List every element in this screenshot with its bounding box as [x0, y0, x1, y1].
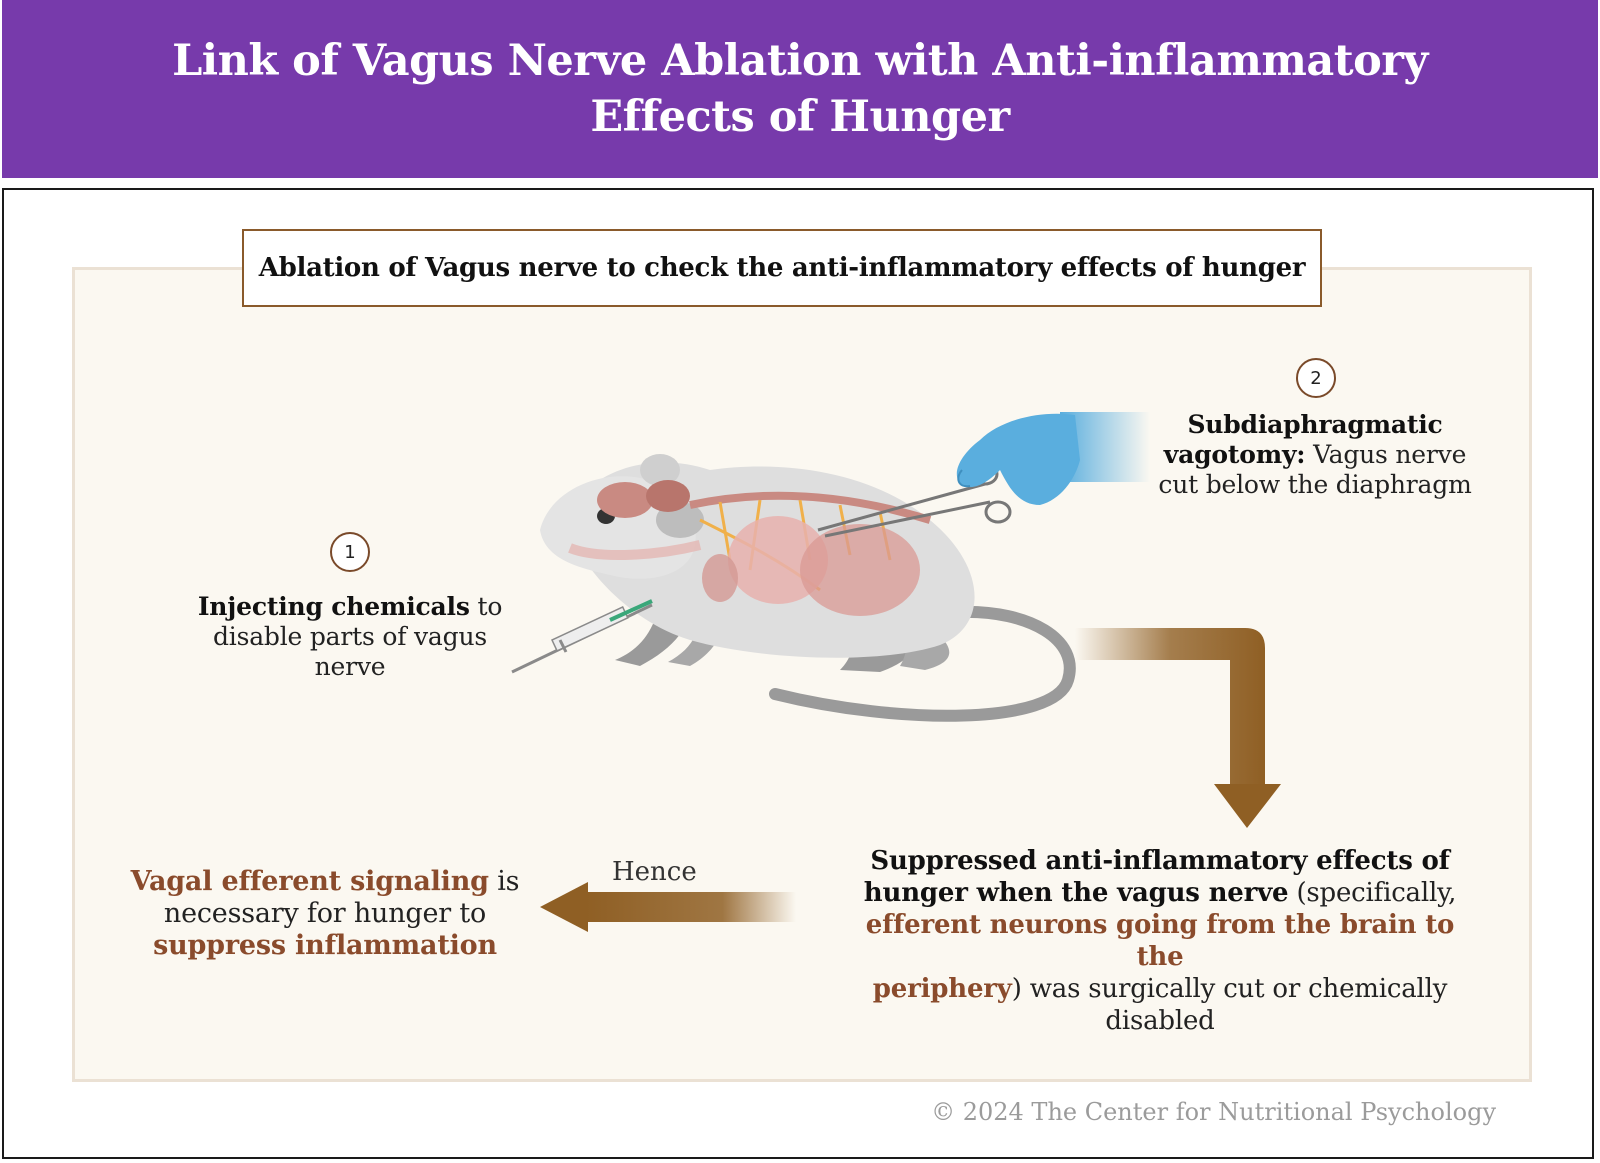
step-1-number: 1 [344, 541, 356, 563]
result-plain-4: ) was surgically cut or chemically [1011, 974, 1448, 1004]
title-line-1: Link of Vagus Nerve Ablation with Anti-i… [172, 36, 1428, 86]
conclusion-plain-1: is [497, 866, 520, 897]
conclusion-line-2: necessary for hunger to [163, 898, 487, 929]
step-2-bold-1: Subdiaphragmatic [1187, 410, 1443, 439]
step-1-line-3: nerve [314, 652, 386, 681]
step-1-line-2: disable parts of vagus [213, 622, 487, 651]
page-title: Link of Vagus Nerve Ablation with Anti-i… [172, 33, 1428, 145]
result-text: Suppressed anti-inflammatory effects of … [845, 845, 1475, 1037]
step-1-badge: 1 [330, 532, 370, 572]
step-1-bold: Injecting chemicals [197, 592, 470, 621]
step-2-number: 2 [1310, 367, 1322, 389]
copyright-footer: © 2024 The Center for Nutritional Psycho… [931, 1098, 1496, 1126]
glove-hand-icon [956, 412, 1150, 505]
step-2-badge: 2 [1296, 358, 1336, 398]
header-banner: Link of Vagus Nerve Ablation with Anti-i… [2, 0, 1598, 178]
step-2-line-3: cut below the diaphragm [1158, 470, 1472, 499]
down-arrow-icon [1075, 628, 1281, 828]
diagram-panel [72, 267, 1532, 1082]
result-line-5: disabled [1105, 1006, 1215, 1036]
subtitle-box: Ablation of Vagus nerve to check the ant… [242, 229, 1322, 307]
step-2-text: Subdiaphragmatic vagotomy: Vagus nerve c… [1140, 410, 1490, 500]
syringe-icon [511, 599, 653, 674]
conclusion-brown-3: suppress inflammation [153, 930, 497, 961]
step-2-rest: Vagus nerve [1313, 440, 1467, 469]
step-1-text: Injecting chemicals to disable parts of … [180, 592, 520, 682]
result-bold-1: Suppressed anti-inflammatory effects of [870, 846, 1450, 876]
result-brown-3: efferent neurons going from the brain to… [865, 910, 1455, 972]
arrow-label: Hence [612, 857, 697, 887]
title-line-2: Effects of Hunger [590, 92, 1010, 142]
result-bold-2: hunger when the vagus nerve [863, 878, 1289, 908]
left-arrow-icon [540, 882, 796, 932]
result-plain-2: (specifically, [1296, 878, 1457, 908]
step-1-rest: to [477, 592, 503, 621]
conclusion-text: Vagal efferent signaling is necessary fo… [130, 866, 520, 962]
step-2-bold-2: vagotomy: [1163, 440, 1306, 469]
conclusion-brown-1: Vagal efferent signaling [130, 866, 489, 897]
subtitle: Ablation of Vagus nerve to check the ant… [258, 253, 1306, 283]
result-brown-4: periphery [872, 974, 1012, 1004]
mouse-illustration [540, 454, 1076, 722]
